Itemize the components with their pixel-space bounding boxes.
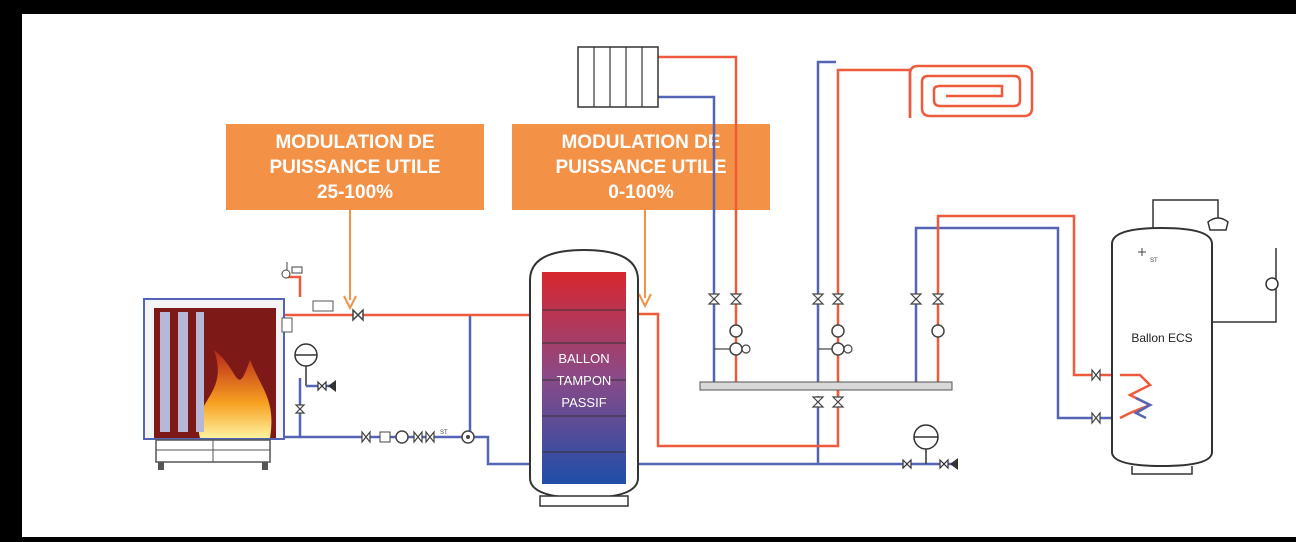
dhw-hot-outlet-pipe: [1152, 199, 1219, 228]
ecs-return-valve-icon: [909, 293, 923, 305]
radiator-circuit-controls: [707, 293, 751, 356]
flow-sensor: [312, 300, 334, 312]
manifold-valve-icon: [831, 396, 845, 408]
dhw-tank-shell: [1111, 226, 1213, 468]
boiler-outlet-fitting: [281, 317, 293, 333]
safety-valve-icon: [281, 262, 303, 279]
floor-circuit-controls: [811, 293, 853, 408]
return-line-fittings: ST: [361, 430, 448, 444]
bypass-valve-core: [466, 435, 470, 439]
radiator-flow-valve-icon: [729, 293, 743, 305]
ecs-pump-icon: [931, 324, 945, 338]
boiler-flow-valve-icon: [352, 308, 364, 322]
radiator-mixing-valve-icon: [729, 342, 743, 356]
cold-pipes: [285, 60, 1120, 466]
buffer-tank-label-1: BALLON: [558, 351, 609, 366]
dhw-coil-cold-icon: [1133, 396, 1153, 420]
callout-1-line1: MODULATION DE: [275, 132, 434, 153]
distribution-manifold: [699, 381, 953, 391]
callout-1-box: [226, 124, 484, 210]
callout-2: MODULATION DE PUISSANCE UTILE 0-100%: [512, 124, 770, 309]
dhw-tank-label: Ballon ECS: [1131, 331, 1192, 345]
buffer-return-pipe: [465, 435, 955, 466]
buffer-flow-pipe: [628, 312, 840, 448]
floor-return-valve-icon: [811, 293, 825, 305]
callout-2-arrowhead: [638, 293, 652, 309]
dhw-sensor-icon: [1138, 248, 1146, 256]
callout-1-arrowhead: [343, 295, 357, 311]
floor-flow-valve-icon: [831, 293, 845, 305]
boiler-heat-exchanger: [196, 312, 204, 432]
callout-2-box: [512, 124, 770, 210]
return-pump-icon: [395, 430, 409, 444]
callout-2-line3: 0-100%: [608, 182, 674, 203]
ecs-circuit-controls: [909, 293, 945, 338]
boiler-heat-exchanger: [160, 312, 170, 432]
callout-2-line1: MODULATION DE: [561, 132, 720, 153]
floor-return-upper: [816, 60, 836, 386]
drain-valve-icon: [294, 404, 306, 414]
dhw-coil-icon: [1119, 373, 1154, 420]
ecs-return-pipe: [914, 226, 1120, 420]
radiator-pump-icon: [729, 324, 743, 338]
dhw-cold-inlet-pipe: [1212, 248, 1277, 323]
buffer-tank-label-3: PASSIF: [561, 395, 606, 410]
floor-heating-coil-icon: [908, 64, 1034, 118]
buffer-tank-foot: [539, 495, 629, 507]
expansion-vessel-boiler-icon: [294, 343, 336, 392]
callout-1: MODULATION DE PUISSANCE UTILE 25-100%: [226, 124, 484, 311]
callout-2-line2: PUISSANCE UTILE: [555, 157, 726, 178]
buffer-tank-label-2: TAMPON: [557, 373, 612, 388]
buffer-tank-stratification: [542, 272, 626, 484]
callout-1-line2: PUISSANCE UTILE: [269, 157, 440, 178]
floor-valve-motor-icon: [843, 344, 853, 354]
expansion-vessel-main-icon: [902, 424, 958, 470]
dhw-tank: Ballon ECS ST: [1111, 199, 1279, 475]
floor-pump-icon: [831, 324, 845, 338]
dhw-sensor-mark: ST: [1150, 258, 1158, 264]
ecs-coil-inlet-valve-icon: [1091, 368, 1101, 382]
floor-mixing-valve-icon: [831, 342, 845, 356]
boiler-foot: [262, 462, 268, 470]
sensor-mark: ST: [440, 430, 448, 436]
boiler-flame: [198, 350, 272, 438]
ecs-flow-pipe: [936, 214, 1120, 386]
radiator-valve-motor-icon: [741, 344, 751, 354]
dhw-inlet-valve-icon: [1265, 277, 1279, 291]
dhw-tap-icon: [1207, 217, 1229, 231]
safety-valve-pipe: [285, 275, 302, 297]
radiator-icon: [577, 46, 659, 108]
boiler-heat-exchanger: [178, 312, 188, 432]
callout-1-line3: 25-100%: [317, 182, 393, 203]
manifold-valve-icon: [811, 396, 825, 408]
buffer-tank: BALLON TAMPON PASSIF: [529, 248, 639, 507]
boiler-foot: [158, 462, 164, 470]
boiler: [143, 298, 285, 470]
radiator-return-pipe: [658, 95, 716, 386]
ecs-coil-outlet-valve-icon: [1091, 411, 1101, 425]
dhw-tank-foot: [1131, 466, 1193, 475]
radiator-return-valve-icon: [707, 293, 721, 305]
ecs-flow-valve-icon: [931, 293, 945, 305]
radiator-flow-pipe: [658, 55, 738, 386]
